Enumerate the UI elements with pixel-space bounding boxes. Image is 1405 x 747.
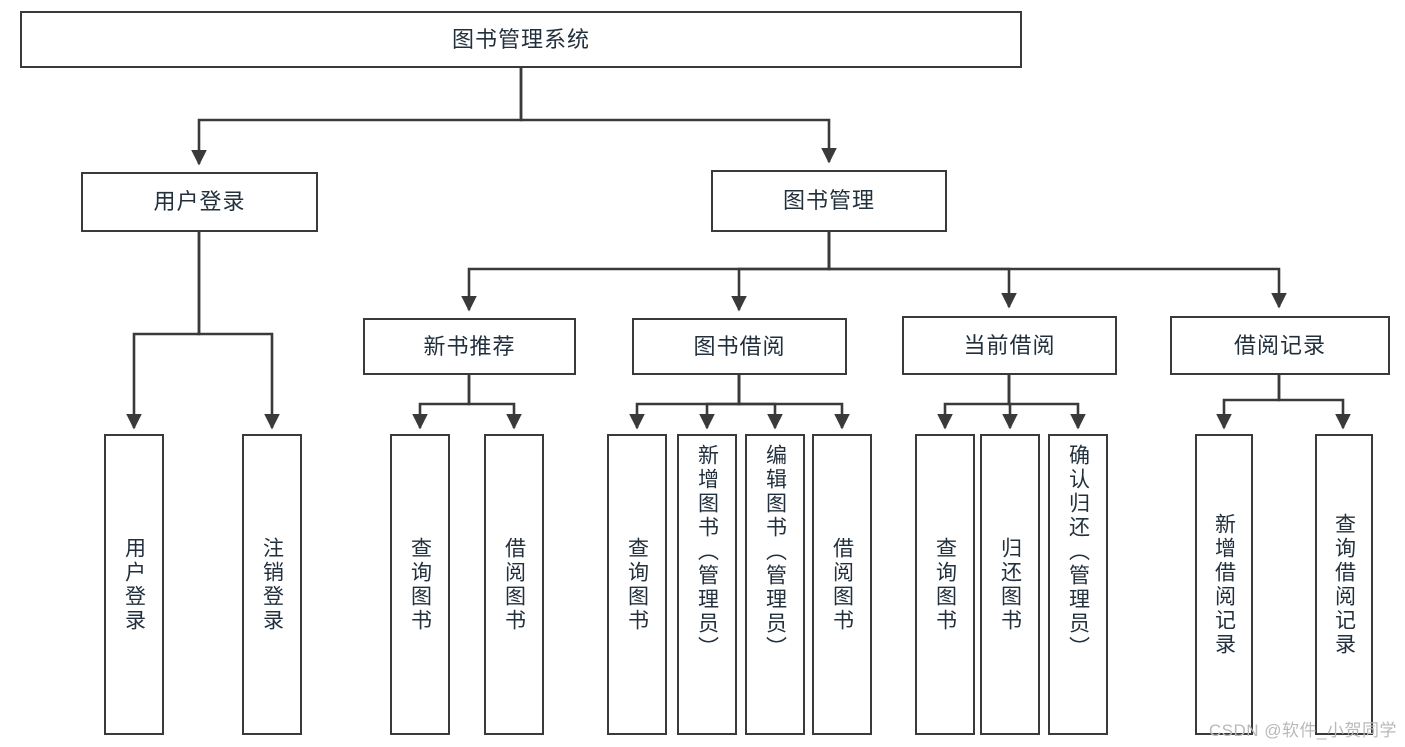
- node-label: 新增借阅记录: [1212, 512, 1236, 657]
- node-label: 查询图书: [933, 536, 957, 633]
- node-label: 新书推荐: [423, 333, 516, 359]
- edge-userlogin-to-leaf2: [197, 232, 280, 430]
- edge-bookborrow-to-leaf1: [629, 375, 741, 430]
- node-current-borrow[interactable]: 当前借阅: [902, 316, 1117, 375]
- node-label: 图书借阅: [693, 333, 786, 359]
- node-label: 用户登录: [122, 536, 146, 633]
- node-leaf-confirm-return[interactable]: 确认归还（管理员）: [1048, 434, 1108, 735]
- edge-bookmanage-to-newbook: [461, 232, 831, 312]
- edge-bookborrow-to-leaf4: [737, 375, 850, 430]
- node-label: 用户登录: [153, 189, 246, 215]
- node-leaf-user-login[interactable]: 用户登录: [104, 434, 164, 735]
- node-leaf-query-borrow-record[interactable]: 查询借阅记录: [1315, 434, 1373, 735]
- connectors: [126, 68, 1351, 430]
- node-label: 查询图书: [625, 536, 649, 633]
- node-label: 确认归还（管理员）: [1066, 444, 1090, 660]
- node-leaf-edit-book[interactable]: 编辑图书（管理员）: [745, 434, 805, 735]
- node-leaf-add-book[interactable]: 新增图书（管理员）: [677, 434, 737, 735]
- node-borrow-record[interactable]: 借阅记录: [1170, 316, 1390, 375]
- edge-root-to-user-login: [191, 68, 523, 166]
- node-label: 借阅图书: [830, 536, 854, 633]
- node-label: 新增图书（管理员）: [695, 444, 719, 660]
- node-leaf-query-book-recommend[interactable]: 查询图书: [390, 434, 450, 735]
- node-leaf-add-borrow-record[interactable]: 新增借阅记录: [1195, 434, 1253, 735]
- node-label: 图书管理系统: [451, 26, 590, 52]
- node-label: 借阅图书: [502, 536, 526, 633]
- edge-newbook-to-leaf1: [412, 375, 471, 430]
- node-label: 图书管理: [782, 188, 875, 214]
- node-label: 当前借阅: [963, 332, 1056, 358]
- edge-bookmanage-to-bookborrow: [731, 232, 831, 312]
- node-label: 查询借阅记录: [1332, 512, 1356, 657]
- node-leaf-query-book-borrow[interactable]: 查询图书: [607, 434, 667, 735]
- node-new-book-recommend[interactable]: 新书推荐: [363, 318, 576, 375]
- edge-newbook-to-leaf2: [467, 375, 522, 430]
- edge-currentborrow-to-leaf3: [1007, 375, 1086, 430]
- node-leaf-borrow-book[interactable]: 借阅图书: [812, 434, 872, 735]
- edge-bookborrow-to-leaf3: [737, 375, 783, 430]
- edge-userlogin-to-leaf1: [126, 232, 201, 430]
- edge-root-to-book-manage: [519, 68, 837, 164]
- node-label: 查询图书: [408, 536, 432, 633]
- edge-bookborrow-to-leaf2: [699, 375, 741, 430]
- node-label: 注销登录: [260, 536, 284, 633]
- edge-borrowrecord-to-leaf2: [1277, 375, 1351, 430]
- node-label: 借阅记录: [1233, 332, 1326, 358]
- edge-borrowrecord-to-leaf1: [1216, 375, 1281, 430]
- node-book-management-system[interactable]: 图书管理系统: [20, 11, 1022, 68]
- node-label: 归还图书: [998, 536, 1022, 633]
- node-book-borrow[interactable]: 图书借阅: [632, 318, 847, 375]
- node-leaf-query-book-current[interactable]: 查询图书: [915, 434, 975, 735]
- node-user-login[interactable]: 用户登录: [81, 172, 318, 232]
- node-leaf-borrow-book-recommend[interactable]: 借阅图书: [484, 434, 544, 735]
- node-leaf-return-book[interactable]: 归还图书: [980, 434, 1040, 735]
- node-label: 编辑图书（管理员）: [763, 444, 787, 660]
- node-leaf-logout-login[interactable]: 注销登录: [242, 434, 302, 735]
- node-book-management[interactable]: 图书管理: [711, 170, 947, 232]
- edge-currentborrow-to-leaf1: [937, 375, 1011, 430]
- edge-bookmanage-to-borrowrecord: [827, 232, 1287, 309]
